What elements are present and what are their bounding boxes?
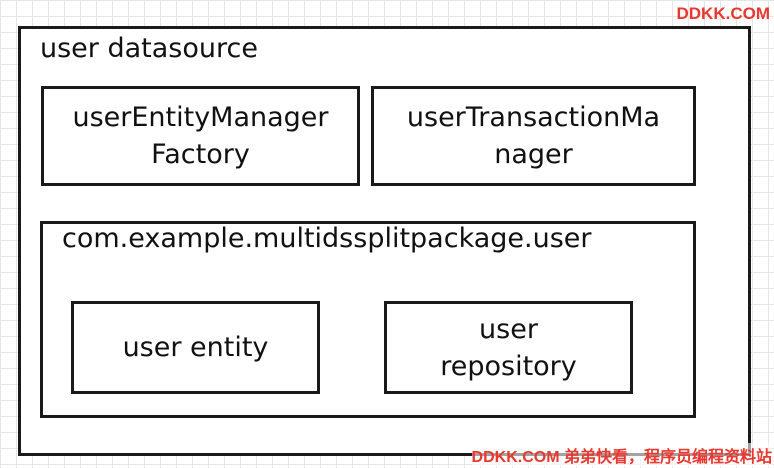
watermark-bottom: DDKK.COM 弟弟快看，程序员编程资料站 (471, 443, 772, 467)
package-title: com.example.multidssplitpackage.user (62, 223, 592, 254)
user-entity-box: user entity (71, 301, 320, 394)
package-box: com.example.multidssplitpackage.user use… (40, 221, 696, 418)
user-datasource-title: user datasource (40, 33, 258, 64)
watermark-top: DDKK.COM (676, 4, 771, 23)
user-repository-label: user repository (440, 313, 577, 382)
transaction-manager-label: userTransactionMa nager (406, 102, 661, 170)
user-repository-box: user repository (384, 301, 633, 394)
entity-manager-factory-box: userEntityManager Factory (41, 86, 360, 186)
transaction-manager-box: userTransactionMa nager (371, 86, 696, 186)
user-entity-label: user entity (122, 332, 269, 363)
user-datasource-box: user datasource userEntityManager Factor… (18, 26, 751, 456)
entity-manager-factory-label: userEntityManager Factory (72, 102, 329, 170)
